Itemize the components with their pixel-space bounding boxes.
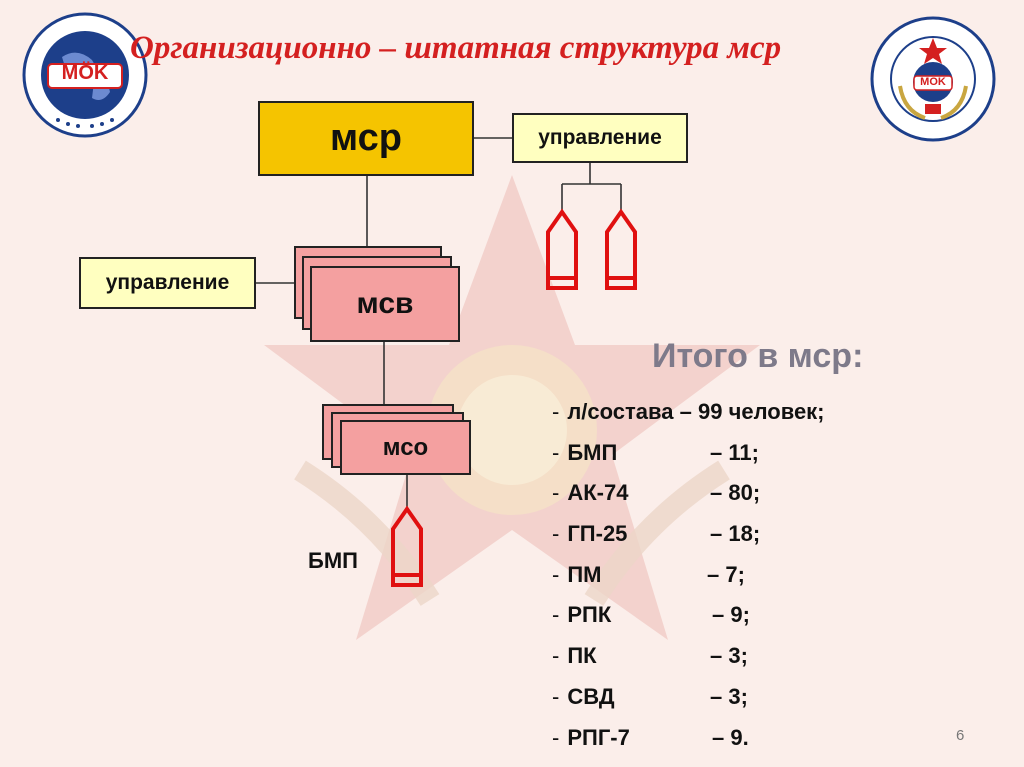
totals-item-value: – 9; (712, 602, 750, 628)
totals-item: -л/состава – 99 человек; (552, 399, 825, 424)
totals-item-name: АК-74 (567, 480, 629, 506)
totals-list: -л/состава – 99 человек; -БМП– 11; -АК-7… (552, 392, 825, 758)
totals-title: Итого в мср: (652, 337, 864, 375)
totals-item-name: л/состава (567, 399, 674, 424)
right-logo: MÖK (870, 16, 996, 142)
totals-item: -ГП-25– 18; (552, 514, 825, 555)
totals-item: -РПГ-7– 9. (552, 718, 825, 759)
bmp-vehicle-icon-1 (546, 208, 578, 290)
msr-box: мср (258, 101, 474, 176)
left-logo-text: MÖK (61, 62, 109, 84)
bmp-vehicle-icon-2 (605, 208, 637, 290)
msv-box: мсв (310, 266, 460, 342)
totals-item-value: – 80; (710, 480, 761, 506)
totals-item: -БМП– 11; (552, 433, 825, 474)
totals-item-name: ГП-25 (567, 521, 628, 547)
totals-item-name: РПК (567, 602, 612, 628)
totals-item-name: ПМ (567, 561, 602, 587)
totals-item: -АК-74– 80; (552, 473, 825, 514)
totals-item-name: СВД (567, 683, 615, 709)
bmp-vehicle-icon-3 (391, 505, 423, 587)
totals-item-name: БМП (567, 439, 618, 465)
totals-item-value: – 7; (707, 561, 745, 587)
totals-item-value: – 3; (710, 683, 748, 709)
totals-item-value: – 11; (710, 439, 759, 465)
totals-item-name: ПК (567, 643, 597, 669)
globe-logo-icon (22, 12, 148, 138)
page-number: 6 (956, 727, 965, 744)
msv-management-box: управление (79, 257, 256, 309)
page-title: Организационно – штатная структура мср (130, 30, 782, 66)
bmp-label: БМП (308, 548, 358, 573)
totals-item: -СВД– 3; (552, 677, 825, 718)
totals-item-value: – 99 человек; (679, 399, 825, 424)
totals-item-value: – 18; (710, 521, 761, 547)
totals-item-value: – 3; (710, 643, 748, 669)
right-logo-text: MÖK (920, 76, 946, 88)
left-logo: MÖK (22, 12, 148, 138)
totals-item: -ПМ– 7; (552, 555, 825, 596)
totals-item: -РПК– 9; (552, 595, 825, 636)
totals-item: -ПК– 3; (552, 636, 825, 677)
totals-item-value: – 9. (712, 724, 749, 750)
military-department-logo-icon (870, 16, 996, 142)
msr-management-box: управление (512, 113, 688, 163)
totals-item-name: РПГ-7 (567, 724, 630, 750)
mso-box: мсо (340, 420, 471, 475)
